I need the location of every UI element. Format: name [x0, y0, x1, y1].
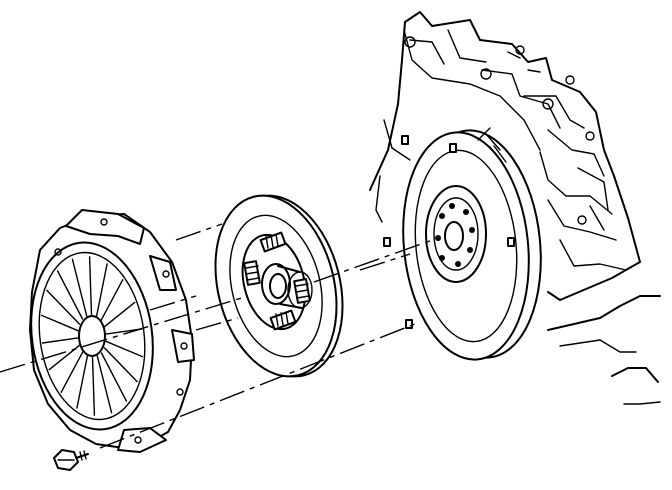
diaphragm-finger [56, 270, 84, 320]
flywheel-bolt-holes [435, 203, 475, 267]
diaphragm-finger [91, 356, 96, 416]
engine-block [369, 11, 661, 405]
diaphragm-finger [88, 256, 93, 316]
diaphragm-finger [99, 279, 124, 322]
diaphragm-finger [60, 350, 85, 393]
diaphragm-finger [76, 354, 89, 409]
pressure-plate [29, 209, 195, 453]
alignment-axes [0, 223, 439, 449]
diaphragm-finger [103, 347, 138, 383]
diaphragm-fingers [41, 256, 144, 416]
diaphragm-finger [71, 258, 88, 317]
diaphragm-finger [103, 301, 136, 328]
damper-springs [243, 231, 311, 331]
diaphragm-finger [46, 289, 81, 325]
diaphragm-finger [100, 352, 128, 402]
flywheel [383, 127, 542, 361]
diaphragm-finger [41, 337, 79, 344]
diaphragm-finger [105, 340, 144, 358]
clutch-disc [214, 194, 344, 378]
diaphragm-finger [95, 263, 108, 318]
diaphragm-finger [41, 314, 79, 332]
diaphragm-finger [96, 355, 113, 414]
bolt [53, 449, 89, 471]
